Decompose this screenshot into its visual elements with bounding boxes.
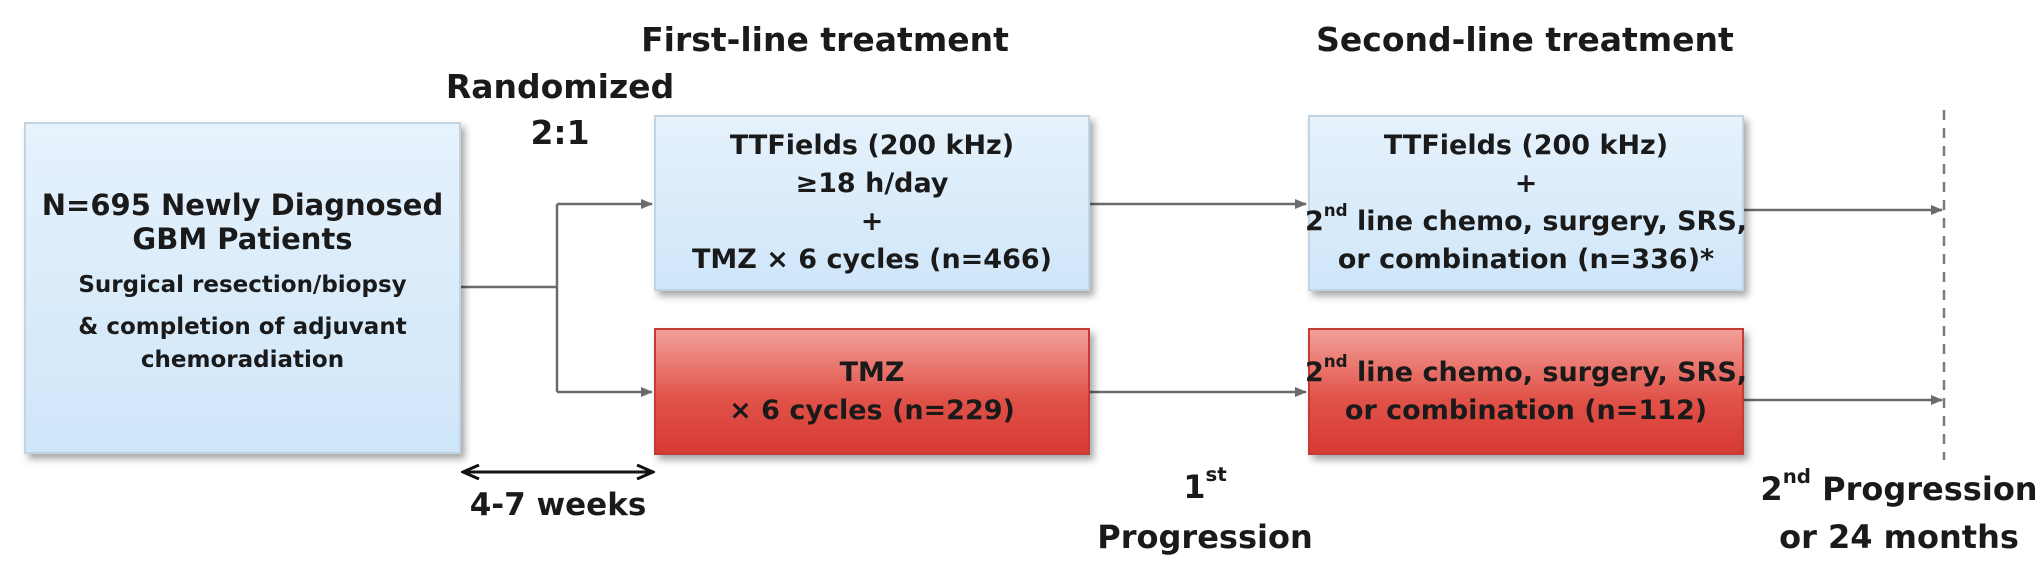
first-progression-ordinal: 1 <box>1183 468 1206 506</box>
patients-title-line2: GBM Patients <box>132 222 353 256</box>
tmz-second-line-ordinal-suffix: nd <box>1323 350 1348 371</box>
tmz-second-line-box: 2nd line chemo, surgery, SRS, or combina… <box>1304 328 1748 455</box>
second-progression-ordinal-suffix: nd <box>1782 465 1811 489</box>
second-progression-word: Progression <box>1811 470 2038 508</box>
second-progression-line1: 2nd Progression <box>1754 465 2044 513</box>
second-progression-label: 2nd Progression or 24 months <box>1754 465 2044 561</box>
first-progression-word: Progression <box>1097 518 1313 556</box>
tmz-first-line-text1: TMZ <box>839 356 905 388</box>
patients-detail-line1: Surgical resection/biopsy <box>78 272 407 298</box>
second-progression-line2: or 24 months <box>1779 518 2019 556</box>
ttfields-first-line-text4: TMZ × 6 cycles (n=466) <box>691 244 1052 275</box>
ttfields-first-line-text1: TTFields (200 kHz) <box>729 130 1015 161</box>
first-progression-ordinal-line: 1st <box>1065 462 1345 512</box>
ttfields-second-line-treatments: line chemo, surgery, SRS, <box>1347 206 1748 237</box>
tmz-second-line-text1: 2nd line chemo, surgery, SRS, <box>1304 352 1748 392</box>
ttfields-second-line-text1: TTFields (200 kHz) <box>1383 130 1669 161</box>
ttfields-second-line-text2: + <box>1514 168 1538 199</box>
ttfields-second-line-ordinal-suffix: nd <box>1323 199 1348 220</box>
patients-detail-line3: chemoradiation <box>140 347 345 373</box>
patients-title-line1: N=695 Newly Diagnosed <box>41 188 444 222</box>
tmz-first-line-text2: × 6 cycles (n=229) <box>729 394 1015 426</box>
randomization-label: Randomized 2:1 <box>440 64 680 156</box>
first-progression-ordinal-suffix: st <box>1205 463 1227 487</box>
randomization-word: Randomized <box>445 67 675 106</box>
tmz-second-line-text2: or combination (n=112) <box>1344 394 1708 426</box>
ttfields-second-line-text3: 2nd line chemo, surgery, SRS, <box>1304 199 1748 241</box>
randomization-ratio: 2:1 <box>530 113 590 152</box>
ttfields-second-line-box: TTFields (200 kHz) + 2nd line chemo, sur… <box>1304 115 1748 291</box>
patients-detail-line2: & completion of adjuvant <box>78 314 407 340</box>
ttfields-first-line-text3: + <box>860 206 884 237</box>
first-progression-label: 1st Progression <box>1065 462 1345 562</box>
second-progression-ordinal: 2 <box>1760 470 1783 508</box>
ttfields-second-line-ordinal: 2 <box>1304 206 1324 237</box>
second-line-header: Second-line treatment <box>1316 20 1734 59</box>
tmz-first-line-box: TMZ × 6 cycles (n=229) <box>654 328 1090 455</box>
ttfields-second-line-text4: or combination (n=336)* <box>1337 244 1715 275</box>
tmz-second-line-ordinal: 2 <box>1304 356 1324 388</box>
ttfields-first-line-text2: ≥18 h/day <box>795 168 949 199</box>
patients-box: N=695 Newly Diagnosed GBM Patients Surgi… <box>24 122 461 454</box>
first-line-header: First-line treatment <box>641 20 1009 59</box>
timing-label: 4-7 weeks <box>469 487 647 523</box>
tmz-second-line-treatments: line chemo, surgery, SRS, <box>1347 356 1748 388</box>
ttfields-first-line-box: TTFields (200 kHz) ≥18 h/day + TMZ × 6 c… <box>654 115 1090 291</box>
